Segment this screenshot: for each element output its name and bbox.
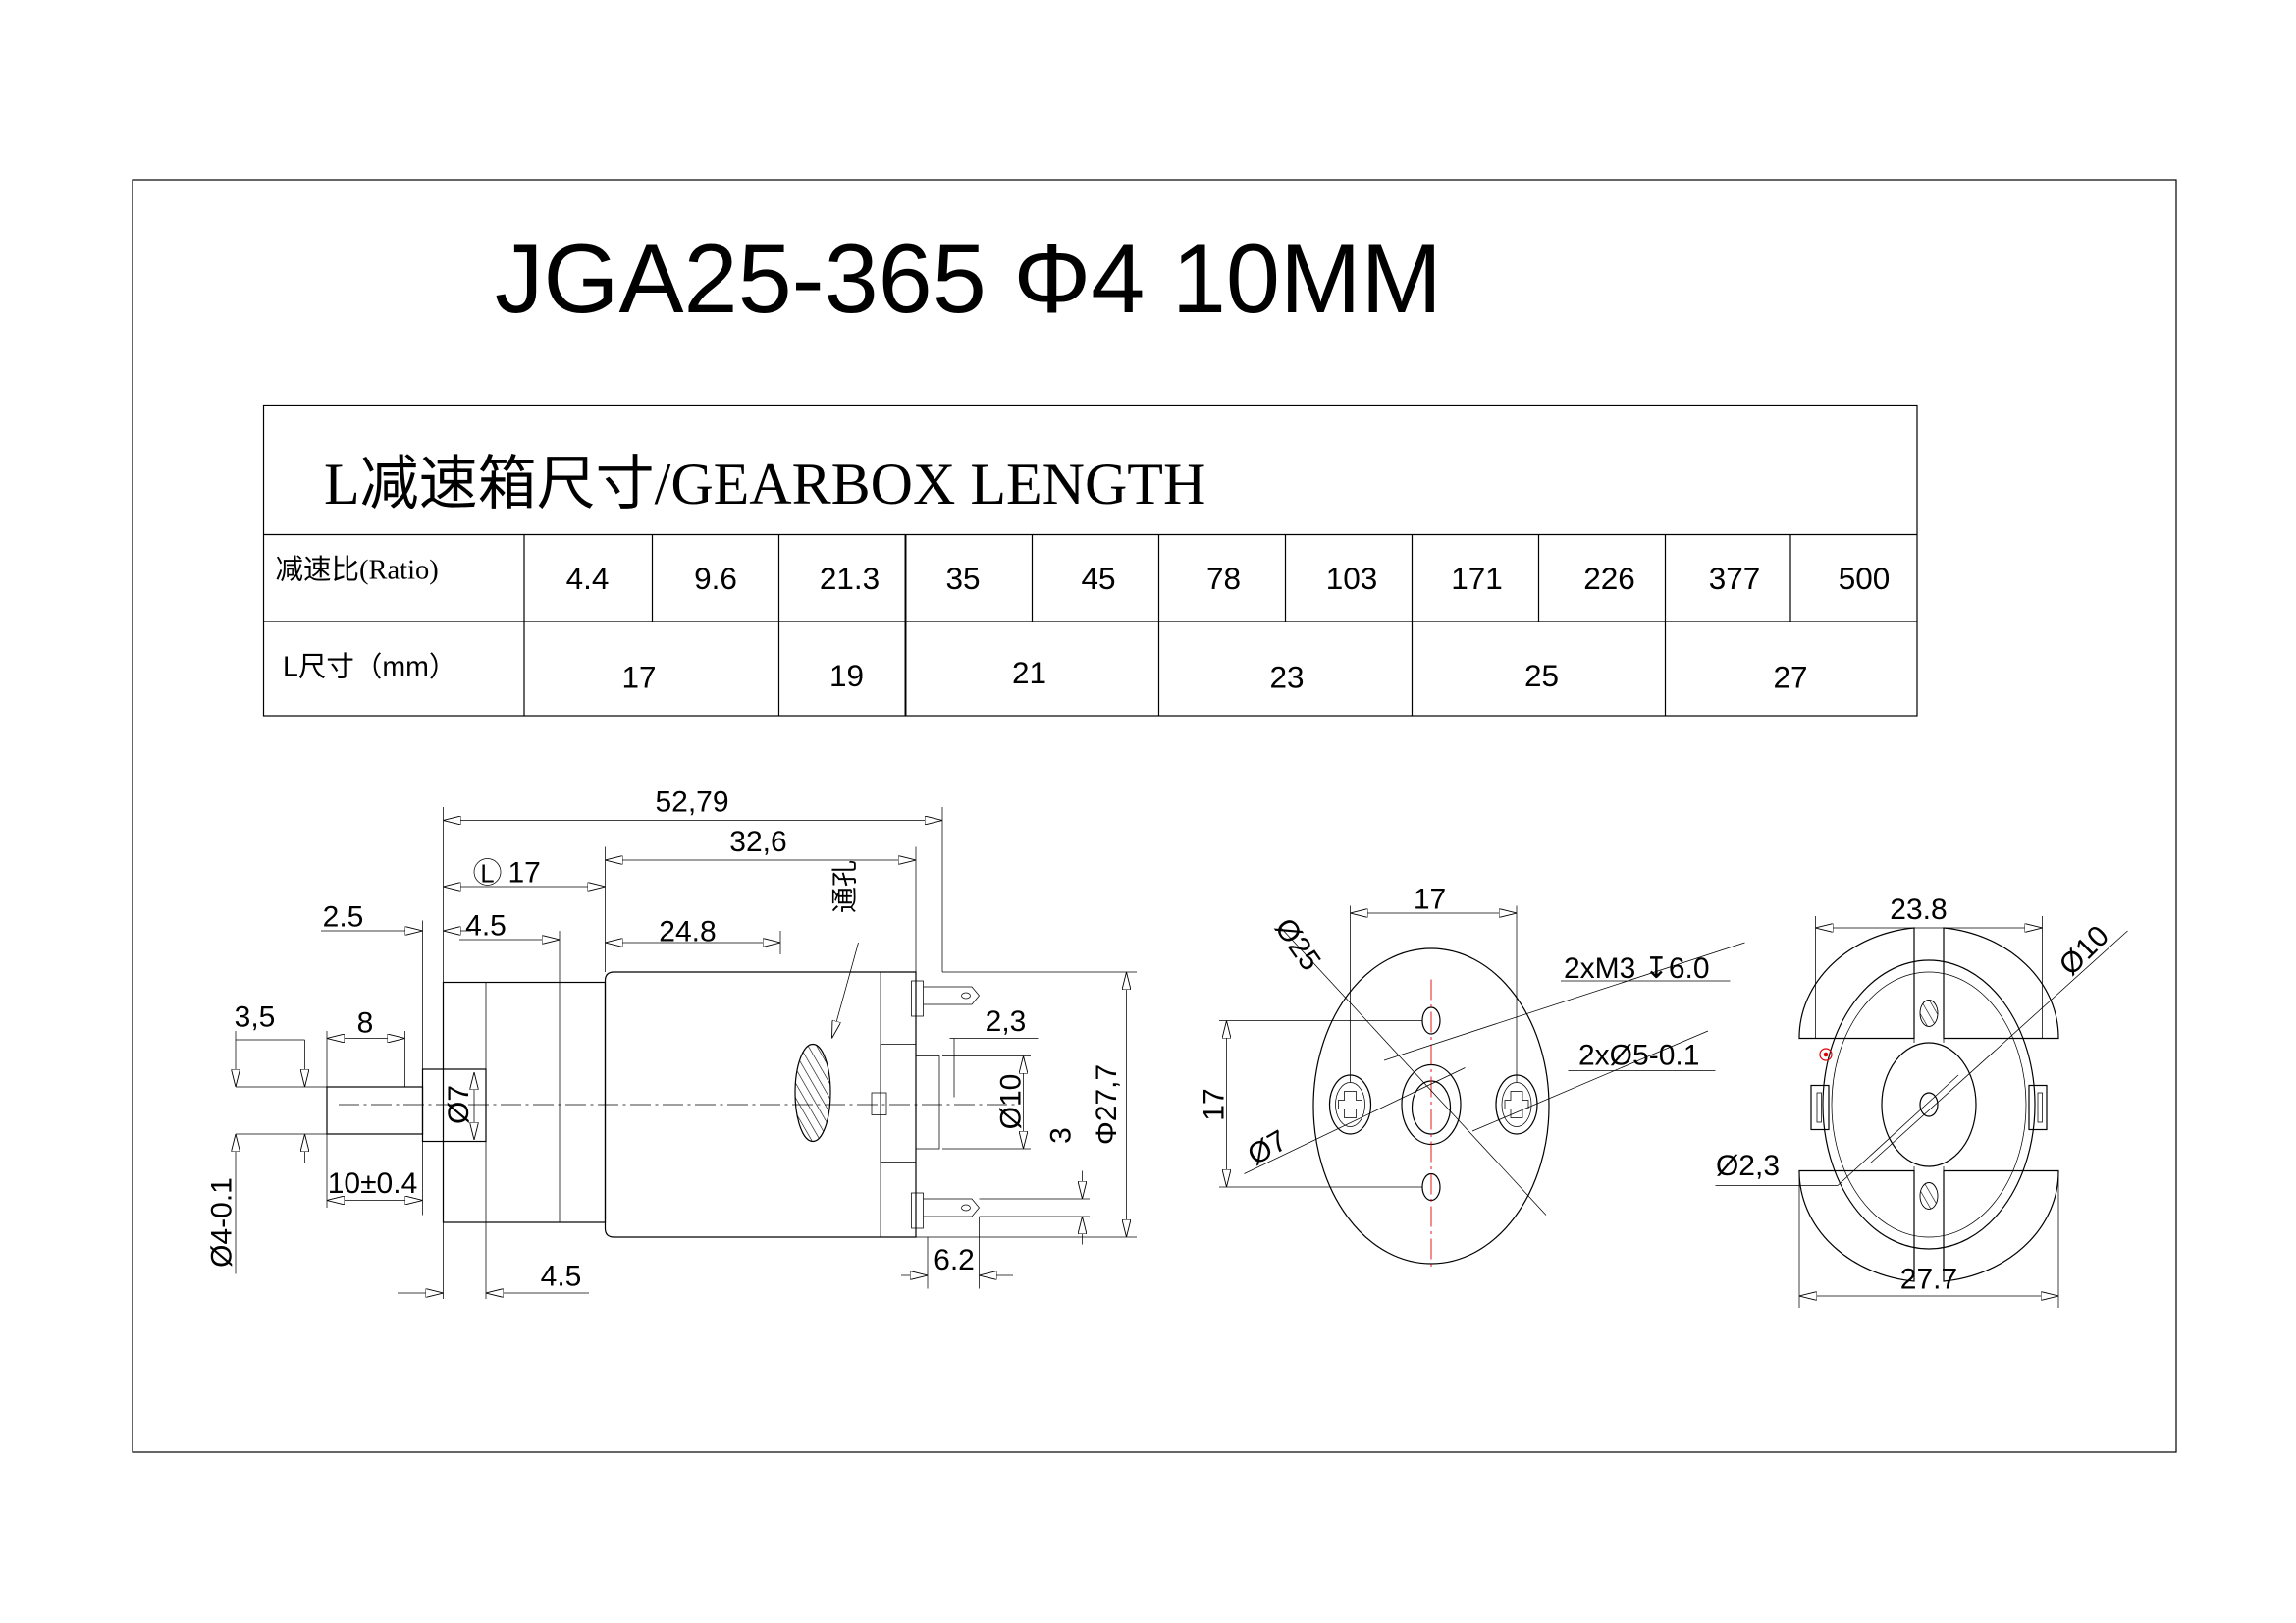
dim-shaft-diameter: Ø2,3 (1716, 1150, 1780, 1182)
screw-left (1328, 1074, 1372, 1135)
ratio-cell: 171 (1451, 561, 1503, 596)
dim-gearbox-step-top: 4.5 (465, 910, 507, 943)
dim-terminal-offset: 3 (1045, 1127, 1078, 1144)
rear-shaft (1919, 1092, 1939, 1117)
length-cell: 25 (1524, 658, 1559, 693)
ratio-cell: 500 (1839, 561, 1891, 596)
ratio-cell: 9.6 (694, 561, 737, 596)
front-view: 17 17 Ø25 Ø7 2xM3 ↧6.0 2xØ5-0.1 (1199, 884, 1745, 1270)
terminal-right (2028, 1084, 2048, 1131)
dim-collar-diameter: Ø7 (443, 1085, 475, 1124)
dim-flat-length: 8 (357, 1007, 374, 1040)
dim-shaft-length: 10±0.4 (328, 1167, 418, 1200)
ratio-cell: 35 (945, 561, 980, 596)
side-view: 52,79 32,6 L 17 2.5 4.5 24.8 通孔 3,5 8 Ø7… (206, 786, 1137, 1299)
dim-boss-diameter: Ø10 (2054, 920, 2115, 982)
length-cell: 17 (621, 660, 656, 695)
dim-terminal-length: 6.2 (934, 1244, 975, 1276)
ratio-cell: 4.4 (566, 561, 610, 596)
dim-slot-offset: 24.8 (659, 916, 716, 948)
length-cell: 21 (1012, 655, 1046, 690)
dim-body-diameter: Ø25 (1268, 912, 1327, 976)
motor-body (604, 971, 917, 1238)
polarity-mark (1819, 1048, 1833, 1061)
dim-collar-diameter: Ø7 (1243, 1124, 1293, 1172)
ratio-row-label: 减速比(Ratio) (276, 555, 439, 586)
rear-housing (1822, 959, 2036, 1250)
output-shaft (326, 1086, 424, 1135)
through-hole-slot (794, 1043, 831, 1143)
gearbox-length-marker: L (480, 861, 494, 889)
gearbox-length-table: L减速箱尺寸/GEARBOX LENGTH 减速比(Ratio) L尺寸（mm）… (262, 404, 1918, 717)
rear-boss (1881, 1042, 1977, 1167)
ratio-cell: 103 (1326, 561, 1378, 596)
ratio-cell: 226 (1583, 561, 1635, 596)
dim-shaft-diameter: Ø4-0.1 (206, 1177, 239, 1268)
dim-motor-length: 32,6 (729, 826, 786, 858)
outer-shell-bottom (1798, 1169, 2059, 1282)
dim-flat-depth: 3,5 (235, 1001, 276, 1034)
dim-boss-diameter: Ø10 (995, 1074, 1028, 1130)
dim-terminal-thickness: 2,3 (986, 1005, 1027, 1038)
dim-hole-spacing-v: 17 (1199, 1088, 1231, 1120)
rear-view: 23.8 27.7 Ø10 Ø2,3 (1715, 893, 2128, 1308)
through-hole-label: 通孔 (830, 860, 860, 913)
dim-hole-spacing-h: 17 (1414, 884, 1446, 916)
screw-spec: 2xØ5-0.1 (1578, 1040, 1699, 1072)
length-cell: 19 (829, 658, 864, 693)
ratio-cell: 45 (1081, 561, 1115, 596)
gearbox-length-marker-circle (473, 858, 502, 886)
drawing-title: JGA25-365 Φ4 10MM (495, 224, 1442, 333)
mount-thread-spec: 2xM3 ↧6.0 (1564, 952, 1710, 985)
dim-gearbox-step-bottom: 4.5 (541, 1261, 582, 1293)
length-cell: 23 (1269, 660, 1304, 695)
length-row-label: L尺寸（mm） (283, 652, 456, 683)
dim-inner-width: 23.8 (1890, 893, 1947, 926)
dim-outer-width: 27.7 (1900, 1264, 1957, 1296)
terminal-left (1810, 1084, 1830, 1131)
terminal-top (923, 986, 980, 1005)
screw-right (1495, 1074, 1538, 1135)
ratio-cell: 21.3 (820, 561, 880, 596)
table-header: L减速箱尺寸/GEARBOX LENGTH (324, 452, 1205, 516)
dim-shaft-step: 2.5 (323, 901, 364, 934)
terminal-bottom (923, 1198, 980, 1217)
length-cell: 27 (1773, 660, 1807, 695)
dim-gearbox-length: 17 (508, 857, 541, 890)
dim-overall-length: 52,79 (655, 786, 728, 819)
ratio-cell: 78 (1206, 561, 1241, 596)
ratio-cell: 377 (1709, 561, 1761, 596)
dim-motor-diameter: Φ27,7 (1091, 1064, 1123, 1145)
sheet-frame (132, 179, 2177, 1453)
